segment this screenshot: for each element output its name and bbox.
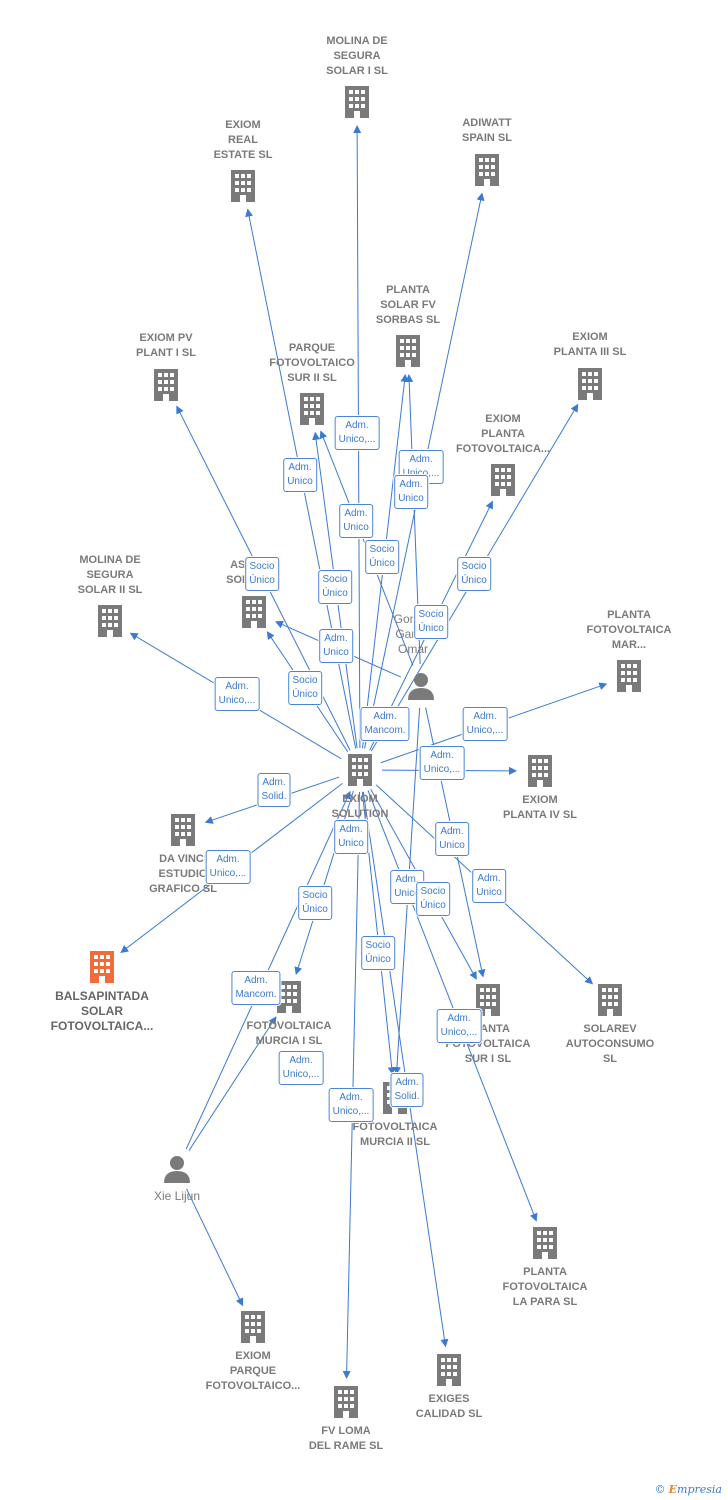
relation-badge[interactable]: Adm. Unico (319, 629, 353, 663)
relation-badge[interactable]: Adm. Unico (394, 475, 428, 509)
node-label-mar[interactable]: PLANTA FOTOVOLTAICA MAR... (586, 609, 672, 651)
relation-badge[interactable]: Adm. Unico (435, 822, 469, 856)
node-label-balsa[interactable]: BALSAPINTADA SOLAR FOTOVOLTAICA... (50, 989, 154, 1033)
node-label-planta4[interactable]: EXIOM PLANTA IV SL (503, 794, 577, 821)
relation-badge[interactable]: Socio Único (288, 671, 322, 705)
node-label-molina1[interactable]: MOLINA DE SEGURA SOLAR I SL (326, 35, 388, 77)
node-label-parque2[interactable]: PARQUE FOTOVOLTAICO SUR II SL (269, 342, 355, 384)
relation-badge[interactable]: Socio Único (365, 540, 399, 574)
relation-badge[interactable]: Adm. Unico,... (334, 416, 380, 450)
relation-badge[interactable]: Socio Único (318, 570, 352, 604)
node-label-loma[interactable]: FV LOMA DEL RAME SL (308, 1425, 384, 1452)
node-label-molina2[interactable]: MOLINA DE SEGURA SOLAR II SL (77, 554, 143, 596)
node-label-planta3[interactable]: EXIOM PLANTA III SL (553, 331, 627, 358)
relation-badge[interactable]: Socio Único (245, 557, 279, 591)
edge-center-exiges (362, 791, 449, 1348)
node-label-parquefoto[interactable]: EXIOM PARQUE FOTOVOLTAICO... (205, 1350, 301, 1392)
building-icon-planta3[interactable] (578, 368, 602, 400)
relation-badge[interactable]: Adm. Unico,... (205, 850, 251, 884)
building-icon-center[interactable] (348, 754, 372, 786)
node-label-sorbas[interactable]: PLANTA SOLAR FV SORBAS SL (375, 284, 441, 326)
relation-badge[interactable]: Adm. Unico (339, 504, 373, 538)
building-icon-realestate[interactable] (231, 170, 255, 202)
edge-xie-center (185, 790, 351, 1150)
edge-xie-parquefoto (186, 1188, 244, 1307)
building-icon-balsa[interactable] (90, 951, 114, 983)
building-icon-mar[interactable] (617, 660, 641, 692)
relation-badge[interactable]: Adm. Mancom. (231, 971, 281, 1005)
edge-xie-murcia1 (188, 1016, 277, 1151)
node-label-solarev[interactable]: SOLAREV AUTOCONSUMO SL (565, 1023, 655, 1065)
node-label-plantafoto[interactable]: EXIOM PLANTA FOTOVOLTAICA... (455, 413, 551, 455)
copyright-icon: © (654, 1483, 666, 1496)
relation-badge[interactable]: Socio Único (414, 605, 448, 639)
node-label-adiwatt[interactable]: ADIWATT SPAIN SL (462, 117, 512, 144)
person-icon-gomez[interactable] (408, 673, 434, 700)
relation-badge[interactable]: Adm. Solid. (390, 1073, 424, 1107)
node-label-murcia1[interactable]: FOTOVOLTAICA MURCIA I SL (246, 1020, 332, 1047)
relation-badge[interactable]: Adm. Unico,... (462, 707, 508, 741)
person-icon-xie[interactable] (164, 1156, 190, 1183)
building-icon-plantafoto[interactable] (491, 464, 515, 496)
node-label-xie[interactable]: Xie Lijun (153, 1189, 201, 1203)
building-icon-sorbas[interactable] (396, 335, 420, 367)
building-icon-aso[interactable] (242, 596, 266, 628)
node-label-pvplant1[interactable]: EXIOM PV PLANT I SL (136, 332, 196, 359)
relation-badge[interactable]: Adm. Unico,... (436, 1009, 482, 1043)
building-icon-solarev[interactable] (598, 984, 622, 1016)
building-icon-davinci[interactable] (171, 814, 195, 846)
relation-badge[interactable]: Adm. Unico,... (419, 746, 465, 780)
relation-badge[interactable]: Adm. Unico (472, 869, 506, 903)
relation-badge[interactable]: Adm. Unico,... (214, 677, 260, 711)
building-icon-lapara[interactable] (533, 1227, 557, 1259)
empresia-brand[interactable]: ©Empresia (654, 1483, 722, 1496)
node-label-davinci[interactable]: DA VINCI ESTUDIO GRAFICO SL (149, 853, 217, 895)
relation-badge[interactable]: Adm. Unico,... (328, 1088, 374, 1122)
building-icon-parque2[interactable] (300, 393, 324, 425)
node-label-realestate[interactable]: EXIOM REAL ESTATE SL (213, 119, 273, 161)
relation-badge[interactable]: Adm. Unico (283, 458, 317, 492)
building-icon-adiwatt[interactable] (475, 154, 499, 186)
node-label-lapara[interactable]: PLANTA FOTOVOLTAICA LA PARA SL (502, 1266, 588, 1308)
building-icon-molina1[interactable] (345, 86, 369, 118)
building-icon-molina2[interactable] (98, 605, 122, 637)
building-icon-loma[interactable] (334, 1386, 358, 1418)
relation-badge[interactable]: Socio Único (416, 882, 450, 916)
edge-center-lapara (367, 790, 538, 1222)
building-icon-pvplant1[interactable] (154, 369, 178, 401)
relation-badge[interactable]: Socio Único (361, 936, 395, 970)
node-label-exiges[interactable]: EXIGES CALIDAD SL (415, 1393, 483, 1420)
relation-badge[interactable]: Adm. Solid. (257, 773, 291, 807)
relation-badge[interactable]: Adm. Unico (334, 820, 368, 854)
relation-badge[interactable]: Adm. Mancom. (360, 707, 410, 741)
relation-badge[interactable]: Adm. Unico,... (278, 1051, 324, 1085)
relation-badge[interactable]: Socio Único (457, 557, 491, 591)
relation-badge[interactable]: Socio Único (298, 886, 332, 920)
building-icon-murcia1[interactable] (277, 981, 301, 1013)
building-icon-parquefoto[interactable] (241, 1311, 265, 1343)
node-label-murcia2[interactable]: FOTOVOLTAICA MURCIA II SL (352, 1121, 438, 1148)
edge-center-loma (342, 791, 361, 1380)
building-icon-exiges[interactable] (437, 1354, 461, 1386)
building-icon-planta4[interactable] (528, 755, 552, 787)
